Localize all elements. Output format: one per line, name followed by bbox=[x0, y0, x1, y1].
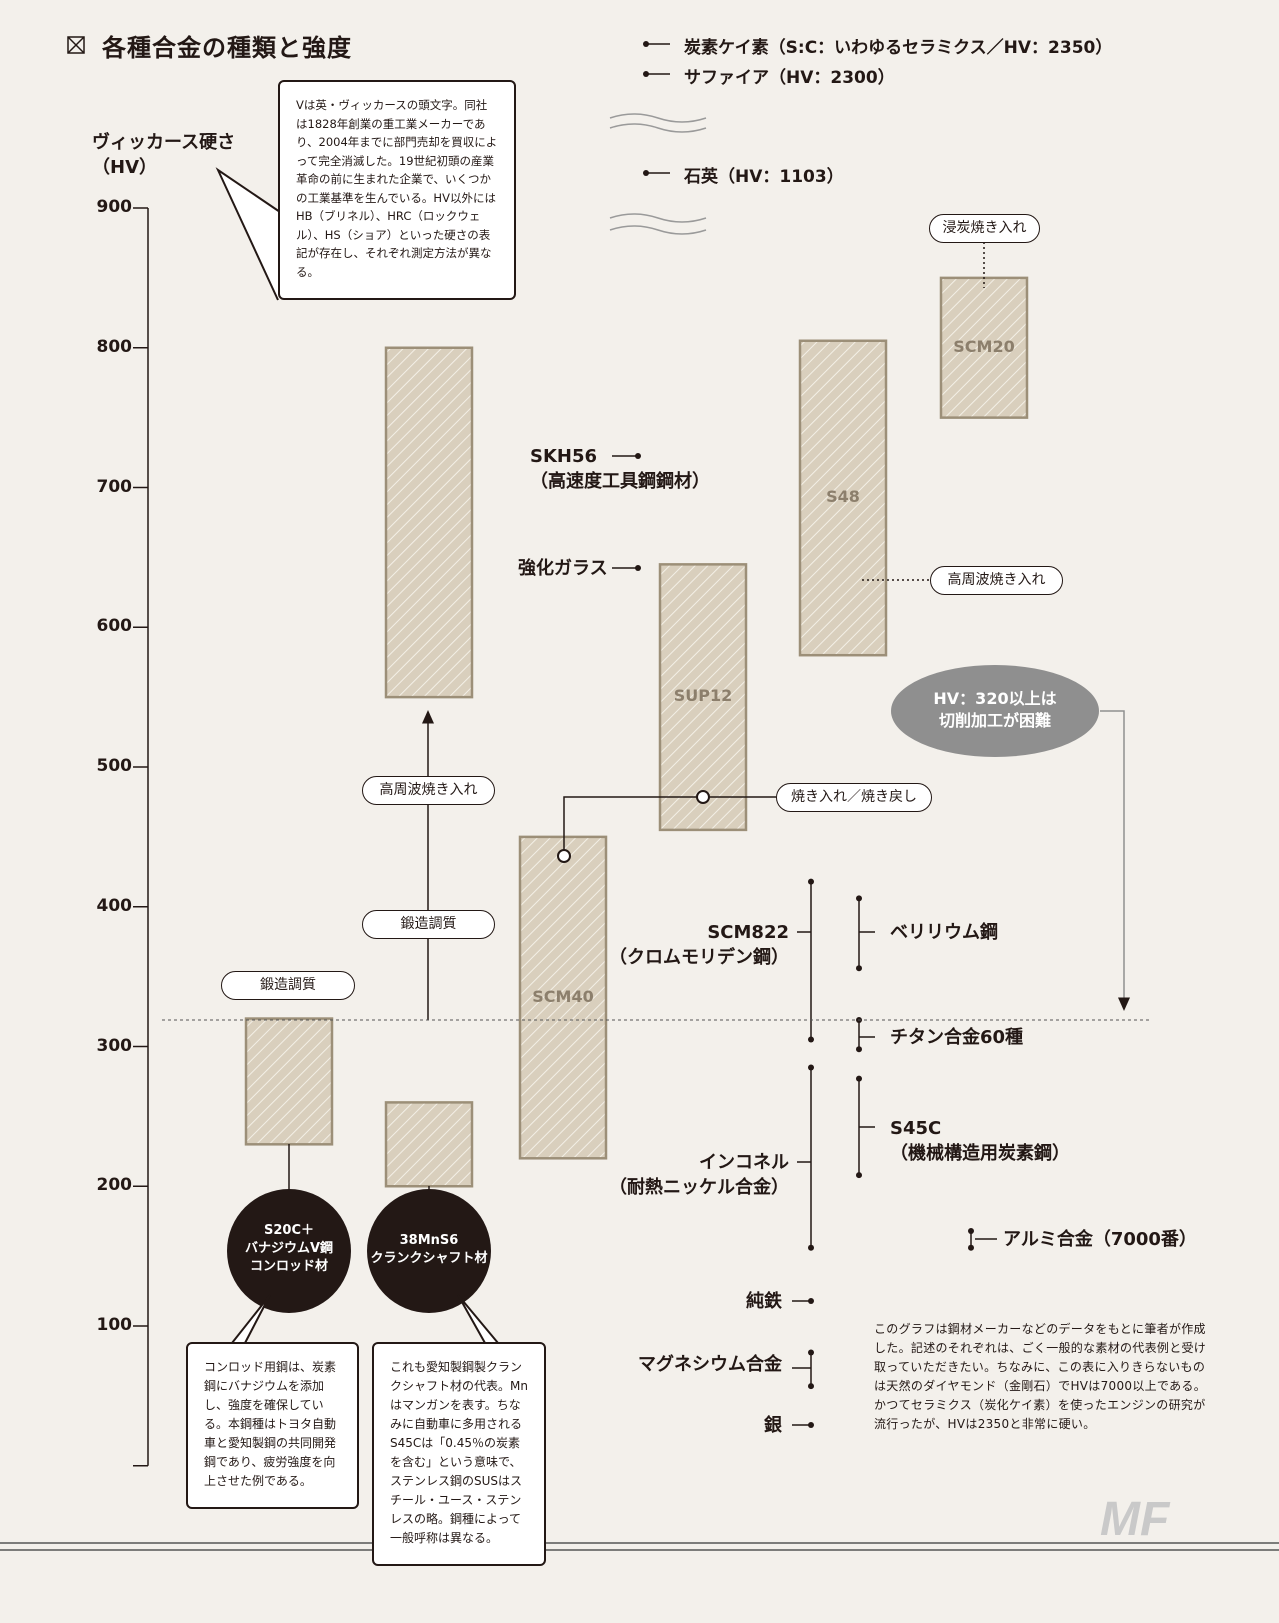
38mns6-circle bbox=[367, 1189, 491, 1313]
range-end-dot bbox=[856, 1046, 862, 1053]
range-end-dot bbox=[968, 1227, 974, 1234]
label-inconel: インコネル（耐熱ニッケル合金） bbox=[609, 1152, 789, 1198]
top-leader-lines bbox=[646, 43, 670, 174]
range-end-dot bbox=[856, 965, 862, 972]
footnote: このグラフは鋼材メーカーなどのデータをもとに筆者が作成した。記述のそれぞれは、ご… bbox=[874, 1322, 1207, 1431]
y-tick-label: 400 bbox=[96, 895, 133, 916]
pill-induction: 高周波焼き入れ bbox=[362, 776, 495, 805]
top-material: 炭素ケイ素（S:C：いわゆるセラミクス／HV：2350） bbox=[684, 38, 1113, 58]
y-tick-label: 600 bbox=[96, 616, 133, 637]
bar-38MnS6 bbox=[384, 1101, 474, 1188]
y-tick-label: 500 bbox=[96, 756, 133, 776]
top-material: 石英（HV：1103） bbox=[684, 167, 844, 187]
label-leaders bbox=[612, 455, 997, 1426]
label-glass: 強化ガラス bbox=[518, 558, 608, 579]
threshold-arrow bbox=[1100, 710, 1130, 1011]
marker-ring bbox=[557, 849, 571, 863]
bar-label: SUP12 bbox=[673, 686, 733, 706]
38mns6-callout: これも愛知製鋼製クランクシャフト材の代表。Mnはマンガンを表す。ちなみに自動車に… bbox=[372, 1342, 546, 1566]
boxed-x-icon-cross bbox=[67, 36, 85, 54]
bar-SKH56 bbox=[384, 346, 474, 699]
range-end-dot bbox=[808, 1349, 814, 1356]
range-end-dot bbox=[808, 1064, 814, 1071]
range-end-dot bbox=[856, 1172, 862, 1179]
bar-label: SCM20 bbox=[953, 336, 1015, 356]
label-iron: 純鉄 bbox=[746, 1291, 782, 1312]
callout-pointer bbox=[215, 167, 281, 301]
ranges bbox=[808, 878, 974, 1390]
bar-S48 bbox=[798, 339, 888, 657]
bar-SUP12 bbox=[658, 563, 748, 832]
y-tick-label: 800 bbox=[96, 336, 133, 357]
label-silver: 銀 bbox=[764, 1415, 782, 1436]
label-beryllium: ベリリウム鋼 bbox=[890, 922, 998, 943]
range-end-dot bbox=[856, 1075, 862, 1082]
y-axis-label: ヴィッカース硬さ（HV） bbox=[92, 132, 236, 178]
logo: MF bbox=[1100, 1493, 1171, 1546]
pill-carburizing: 浸炭焼き入れ bbox=[929, 214, 1040, 243]
bar-SCM40 bbox=[518, 835, 608, 1160]
threshold-ellipse bbox=[891, 665, 1099, 757]
boxed-x-icon bbox=[67, 36, 85, 54]
y-tick-label: 100 bbox=[96, 1315, 133, 1335]
label-scm822: SCM822（クロムモリデン鋼） bbox=[609, 922, 789, 968]
bars bbox=[244, 276, 1029, 1188]
range-end-dot bbox=[968, 1244, 974, 1251]
marker-ring bbox=[696, 790, 710, 804]
label-aluminium: アルミ合金（7000番） bbox=[1003, 1229, 1197, 1250]
pill-induction: 高周波焼き入れ bbox=[930, 566, 1063, 595]
top-material: サファイア（HV：2300） bbox=[684, 68, 895, 88]
range-end-dot bbox=[808, 878, 814, 885]
s20c-callout: コンロッド用鋼は、炭素鋼にバナジウムを添加し、強度を確保している。本鋼種はトヨタ… bbox=[186, 1342, 359, 1509]
pill-forging: 鍛造調質 bbox=[221, 971, 355, 1000]
bar-label: SCM40 bbox=[532, 986, 594, 1006]
y-tick-label: 300 bbox=[96, 1035, 133, 1056]
y-axis bbox=[133, 207, 149, 1467]
dotted-leaders bbox=[862, 242, 985, 581]
range-end-dot bbox=[808, 1036, 814, 1043]
label-magnesium: マグネシウム合金 bbox=[638, 1354, 782, 1375]
label-skh56: SKH56（高速度工具鋼鋼材） bbox=[530, 446, 710, 492]
y-tick-label: 700 bbox=[96, 476, 133, 497]
pill-forging: 鍛造調質 bbox=[362, 910, 495, 939]
s20c-circle bbox=[227, 1189, 351, 1313]
bar-label: S48 bbox=[826, 486, 860, 506]
callout-pointers bbox=[231, 1294, 499, 1344]
y-tick-label: 900 bbox=[96, 197, 133, 217]
range-end-dot bbox=[808, 1383, 814, 1390]
page-title: 各種合金の種類と強度 bbox=[102, 34, 352, 62]
range-end-dot bbox=[808, 1244, 814, 1251]
vickers-callout: Vは英・ヴィッカースの頭文字。同社は1828年創業の重工業メーカーであり、200… bbox=[278, 80, 516, 300]
wavy-break-lines bbox=[609, 113, 707, 235]
s20c-circle-text: S20C＋バナジウムV鋼コンロッド材 bbox=[244, 1223, 334, 1274]
label-titanium: チタン合金60種 bbox=[890, 1027, 1024, 1048]
threshold-note: HV：320以上は切削加工が困難 bbox=[933, 689, 1057, 730]
pill-quench-temper: 焼き入れ／焼き戻し bbox=[776, 783, 932, 812]
label-s45c: S45C（機械構造用炭素鋼） bbox=[890, 1118, 1070, 1164]
y-tick-label: 200 bbox=[96, 1175, 133, 1196]
bar-S20C＋バナジウムV鋼 bbox=[244, 1017, 334, 1146]
range-end-dot bbox=[856, 895, 862, 902]
footer-rules bbox=[0, 1542, 1279, 1551]
